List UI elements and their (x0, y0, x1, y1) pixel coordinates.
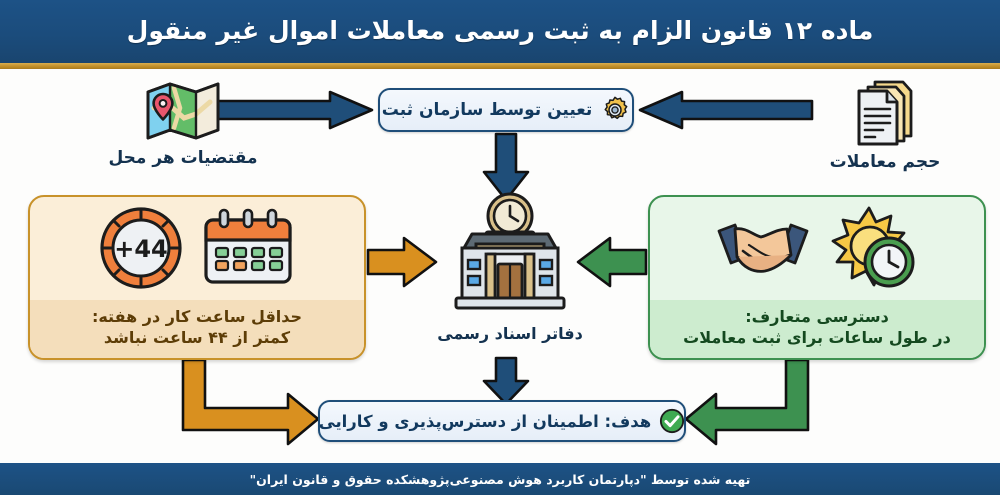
arrow-documents-to-org (638, 90, 814, 130)
handshake-icon (713, 213, 813, 283)
panel-left-caption-line2: کمتر از ۴۴ ساعت نباشد (103, 328, 291, 348)
panel-left-icons: 44+ (30, 197, 364, 300)
arrow-office-to-goal (482, 356, 530, 406)
arrow-right-panel-to-goal (684, 358, 810, 446)
goal-box-label: هدف: اطمینان از دسترس‌پذیری و کارایی (318, 411, 652, 431)
panel-right-caption-line1: دسترسی متعارف: (745, 306, 889, 326)
arrow-left-panel-to-goal (181, 358, 320, 446)
clock-44-plus-icon: 44+ (98, 205, 184, 291)
footer-credit: تهیه شده توسط "دپارتمان کاربرد هوش مصنوع… (249, 471, 751, 487)
clock-badge-value: 44+ (114, 235, 168, 263)
check-circle-icon (659, 408, 685, 434)
panel-minimum-working-hours: 44+ حداقل ساعت کار در هفته: کمتر از ۴۴ س… (28, 195, 366, 360)
input-node-local-requirements: مقتضیات هر محل (78, 78, 288, 168)
footer-bar: تهیه شده توسط "دپارتمان کاربرد هوش مصنوع… (0, 463, 1000, 495)
panel-left-caption: حداقل ساعت کار در هفته: کمتر از ۴۴ ساعت … (30, 299, 364, 358)
org-determination-box[interactable]: تعیین توسط سازمان ثبت (378, 88, 634, 132)
panel-right-caption-line2: در طول ساعات برای ثبت معاملات (683, 328, 951, 348)
calendar-icon (200, 208, 296, 288)
gear-icon (600, 95, 630, 125)
panel-left-caption-line1: حداقل ساعت کار در هفته: (91, 306, 303, 326)
center-node-registry-offices: دفاتر اسناد رسمی (420, 192, 600, 343)
header-bar: ماده ۱۲ قانون الزام به ثبت رسمی معاملات … (0, 0, 1000, 63)
arrow-org-to-office (482, 132, 530, 202)
input-node-transaction-volume-label: حجم معاملات (829, 152, 941, 172)
map-icon (78, 78, 288, 144)
panel-right-icons (650, 197, 984, 300)
goal-box[interactable]: هدف: اطمینان از دسترس‌پذیری و کارایی (318, 400, 686, 442)
org-determination-label: تعیین توسط سازمان ثبت (381, 100, 593, 120)
panel-right-caption: دسترسی متعارف: در طول ساعات برای ثبت معا… (650, 299, 984, 358)
registry-office-building-icon (420, 192, 600, 320)
panel-customary-access: دسترسی متعارف: در طول ساعات برای ثبت معا… (648, 195, 986, 360)
sun-clock-icon (829, 206, 921, 290)
input-node-local-requirements-label: مقتضیات هر محل (108, 148, 258, 168)
gold-divider (0, 63, 1000, 69)
page-title: ماده ۱۲ قانون الزام به ثبت رسمی معاملات … (126, 16, 874, 45)
input-node-transaction-volume: حجم معاملات (790, 78, 980, 172)
center-node-registry-offices-label: دفاتر اسناد رسمی (437, 324, 583, 343)
documents-icon (790, 78, 980, 148)
